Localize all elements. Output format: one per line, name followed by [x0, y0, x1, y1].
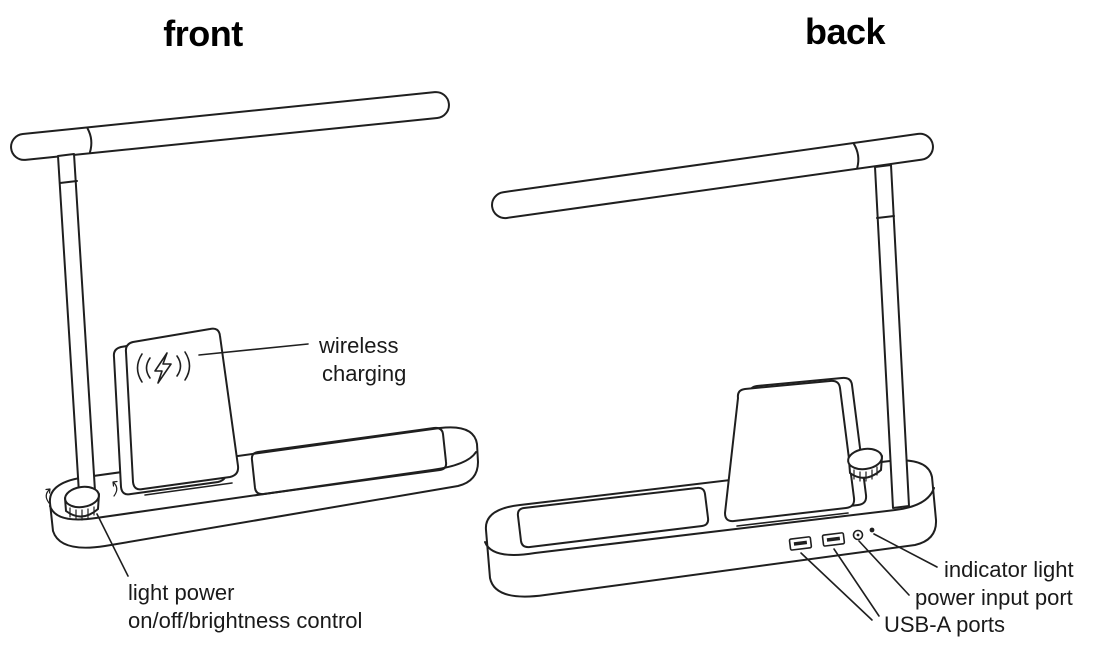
- back-view-title: back: [805, 11, 887, 52]
- wireless-charging-icon: [136, 351, 191, 384]
- lamp-base-back: [484, 459, 938, 598]
- knob-ridges-back: [853, 466, 878, 482]
- light-bar-tube-back: [491, 132, 934, 220]
- light-bar-icon: [10, 91, 450, 161]
- leader-line-wireless-charging: [198, 343, 309, 356]
- charging-arc-left-outer: [136, 353, 143, 383]
- knob-ridges: [69, 506, 95, 521]
- power-input-port: [852, 529, 864, 541]
- rotate-arrow-left-icon: [45, 488, 51, 504]
- pole-shaft-back: [874, 164, 910, 509]
- power-input-port-label: power input port: [915, 585, 1073, 610]
- pole-joint-seam: [59, 180, 78, 184]
- indicator-light-label: indicator light: [944, 557, 1074, 582]
- stand-front-face: [124, 327, 240, 491]
- light-power-knob: [45, 480, 118, 521]
- leader-line-indicator-light: [873, 533, 938, 568]
- rotate-arrow-right-icon: [112, 480, 118, 497]
- leader-line-usb-left: [800, 552, 873, 621]
- leader-line-light-power: [96, 513, 129, 577]
- knob-top: [64, 485, 100, 509]
- stand-foot-lip: [144, 482, 233, 496]
- stand-foot-lip-back: [736, 512, 849, 527]
- light-bar-cap-seam: [86, 127, 93, 154]
- front-lamp-drawing: [10, 91, 479, 577]
- wireless-charging-label-line2: charging: [322, 361, 406, 386]
- wireless-charging-stand-back: [724, 376, 868, 527]
- back-lamp-drawing: [484, 132, 938, 621]
- lamp-pole-front: [57, 153, 96, 494]
- base-outline: [48, 426, 479, 549]
- pole-joint-seam-back: [876, 215, 895, 219]
- light-bar-tube: [10, 91, 450, 161]
- light-power-knob-back: [847, 447, 883, 482]
- pole-shaft: [57, 153, 96, 494]
- usb-port-left-tongue: [793, 540, 808, 546]
- charging-arc-right-outer: [184, 351, 191, 381]
- lightning-bolt-icon: [154, 352, 172, 384]
- leader-line-usb-right: [833, 548, 880, 617]
- leader-line-power-input: [858, 540, 910, 596]
- light-bar-cap-seam-back: [852, 142, 860, 169]
- light-bar-back: [491, 132, 934, 220]
- light-power-label-line1: light power: [128, 580, 234, 605]
- wireless-charging-label-line1: wireless: [318, 333, 398, 358]
- front-view-title: front: [163, 13, 243, 54]
- base-edge-crease-back: [484, 487, 935, 556]
- knob-top-back: [847, 447, 883, 471]
- charging-arc-right-inner: [176, 355, 182, 377]
- base-outline-back: [484, 459, 938, 598]
- usb-port-left: [788, 536, 813, 551]
- indicator-light-dot: [869, 527, 875, 533]
- lamp-base-front: [48, 426, 479, 549]
- storage-tray-front: [250, 426, 448, 496]
- light-power-label-line2: on/off/brightness control: [128, 608, 362, 633]
- usb-port-right-tongue: [826, 536, 841, 542]
- stand-back-face: [724, 379, 856, 523]
- storage-tray-back: [516, 486, 710, 549]
- lamp-pole-back: [874, 164, 910, 509]
- power-input-port-pin: [856, 533, 860, 537]
- charging-arc-left-inner: [145, 357, 151, 379]
- usb-a-ports-label: USB-A ports: [884, 612, 1005, 637]
- wireless-charging-stand-front: [112, 327, 240, 496]
- usb-port-right: [821, 532, 846, 547]
